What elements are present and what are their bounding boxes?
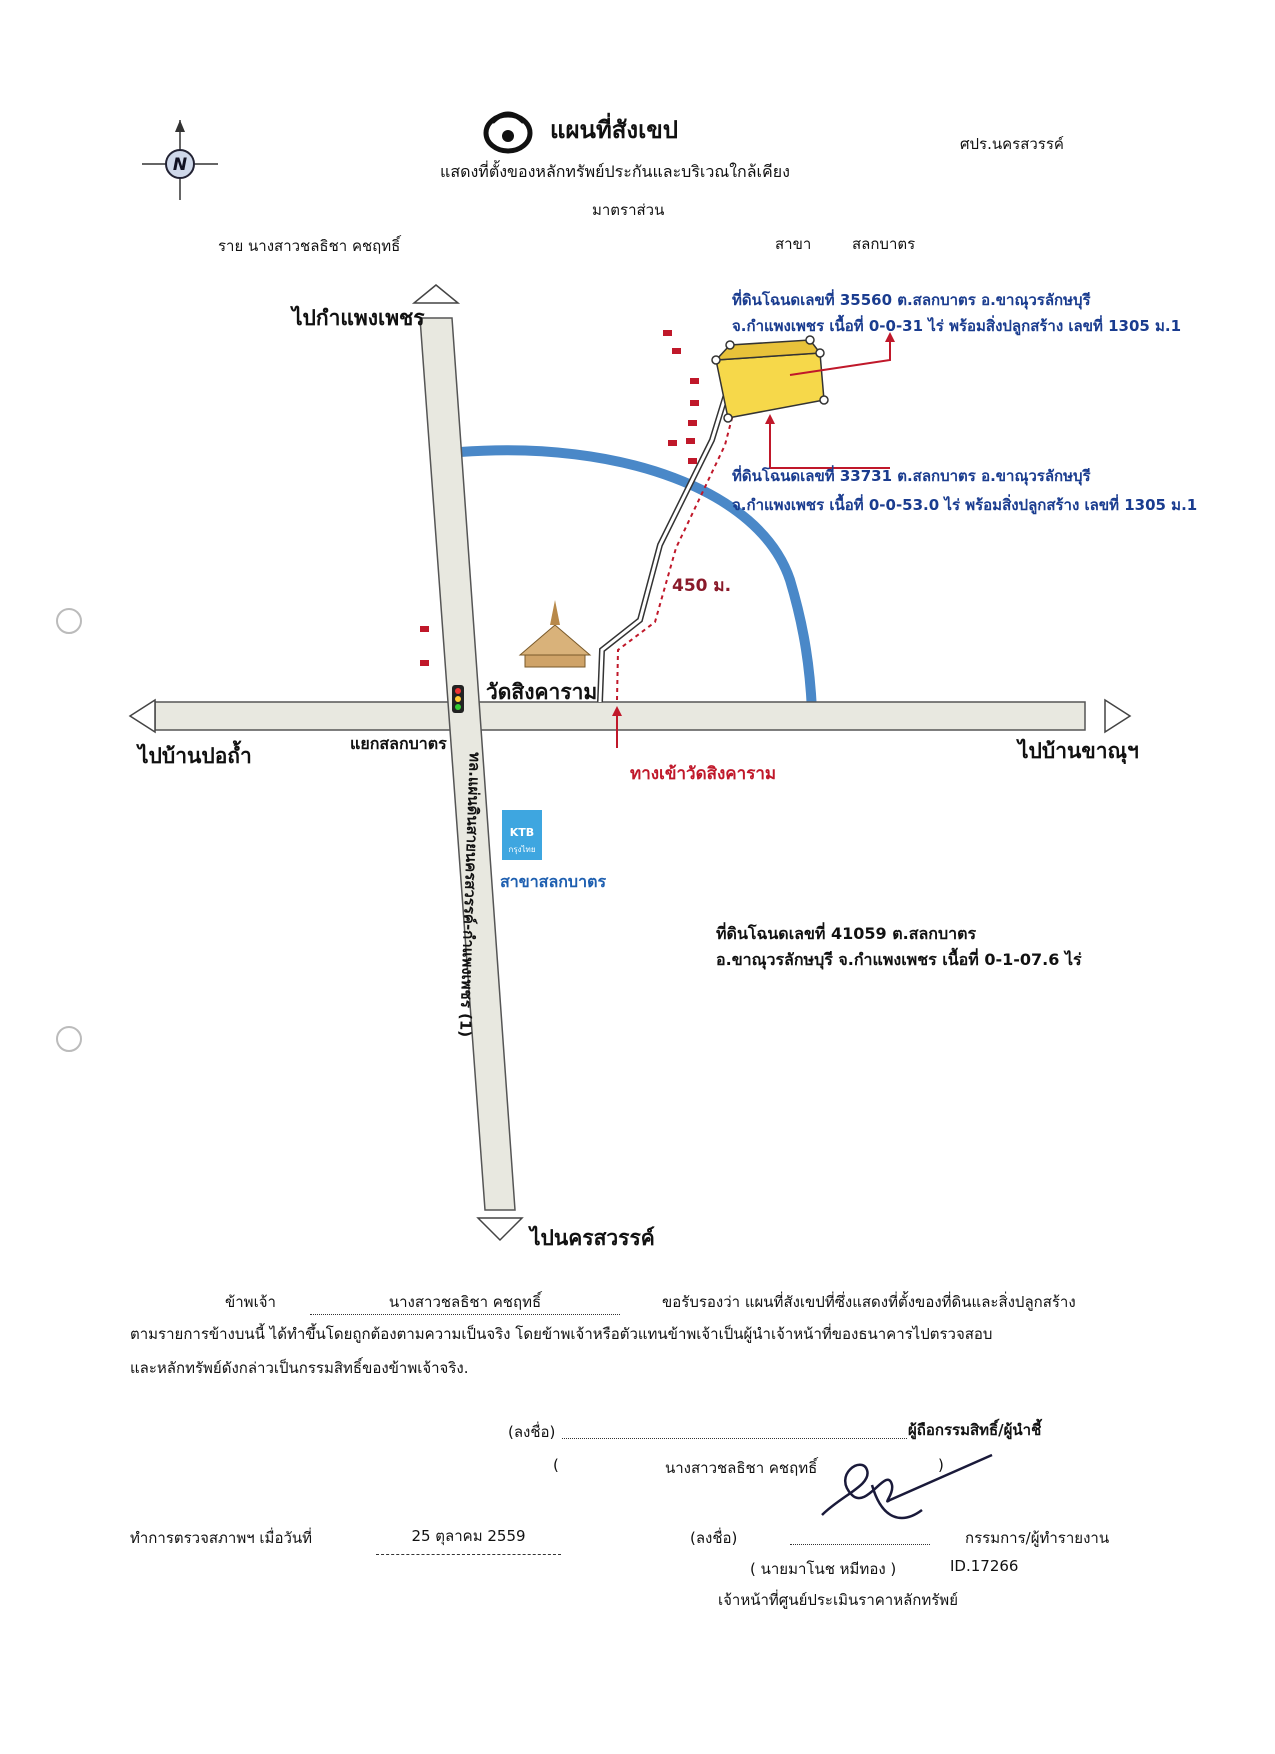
inspect-label: ทำการตรวจสภาพฯ เมื่อวันที่ — [130, 1529, 313, 1547]
parcel-leaders — [616, 338, 891, 748]
traffic-light-icon — [452, 685, 464, 713]
scale-label: มาตราส่วน — [592, 201, 665, 219]
route-dashed-line — [616, 394, 739, 701]
temple-entrance: ทางเข้าวัดสิงคาราม — [630, 764, 777, 784]
intersection-name: แยกสลกบาตร — [350, 734, 447, 753]
temple-name: วัดสิงคาราม — [486, 680, 598, 704]
cert-line2: ตามรายการข้างบนนี้ ได้ทำขึ้นโดยถูกต้องตา… — [130, 1325, 993, 1343]
cert-line1: ขอรับรองว่า แผนที่สังเขปที่ซึ่งแสดงที่ตั… — [662, 1293, 1076, 1311]
office-name: ศปร.นครสวรรค์ — [960, 135, 1064, 153]
parcel-3-line1: ที่ดินโฉนดเลขที่ 41059 ต.สลกบาตร — [716, 924, 977, 943]
owner-signature-line[interactable] — [562, 1420, 907, 1439]
branch-label: สาขา — [775, 235, 812, 253]
compass-letter: N — [173, 155, 187, 175]
officer-unit: เจ้าหน้าที่ศูนย์ประเมินราคาหลักทรัพย์ — [718, 1591, 958, 1609]
parcel-1-line1: ที่ดินโฉนดเลขที่ 35560 ต.สลกบาตร อ.ขาณุว… — [732, 291, 1091, 309]
ktb-logo: KTB กรุงไทย — [502, 810, 542, 860]
north-south-highway — [411, 284, 524, 1242]
parcel-2-line2: จ.กำแพงเพชร เนื้อที่ 0-0-53.0 ไร่ พร้อมส… — [732, 496, 1198, 514]
ktb-logo-text: KTB — [510, 826, 534, 839]
map-canvas: ทล.แผ่นดินสายนครสวรรค์-กำแพงเพชร (1) KTB… — [128, 284, 1132, 1242]
inspect-date: 25 ตุลาคม 2559 — [376, 1524, 561, 1555]
parcel-3-line2: อ.ขาณุวรลักษบุรี จ.กำแพงเพชร เนื้อที่ 0-… — [716, 950, 1082, 969]
branch-name: สลกบาตร — [852, 235, 916, 253]
owner-name-close: ) — [938, 1456, 944, 1474]
handwritten-signature — [821, 1453, 993, 1520]
cert-line3: และหลักทรัพย์ดังกล่าวเป็นกรรมสิทธิ์ของข้… — [130, 1359, 469, 1377]
temple-icon — [518, 600, 592, 668]
officer-signature-line[interactable] — [790, 1526, 930, 1545]
compass-rose-icon: N — [142, 120, 218, 200]
ktb-logo-sub: กรุงไทย — [508, 845, 535, 854]
cert-lead: ข้าพเจ้า — [225, 1293, 276, 1311]
bank-emblem-icon — [483, 111, 533, 154]
binder-hole — [56, 1026, 82, 1052]
binder-hole — [56, 608, 82, 634]
owner-name: นางสาวชลธิชา คชฤทธิ์ — [665, 1459, 818, 1477]
page-title: แผนที่สังเขป — [550, 116, 678, 144]
house-markers — [420, 330, 699, 666]
east-west-road — [128, 698, 1132, 734]
officer-sign-label: (ลงชื่อ) — [690, 1529, 738, 1547]
officer-name: ( นายมาโนช หมีทอง ) — [750, 1560, 897, 1578]
dir-east: ไปบ้านขาณุฯ — [1018, 739, 1139, 763]
parcel-building — [715, 352, 825, 419]
river — [459, 445, 817, 711]
owner-name-open: ( — [553, 1456, 559, 1474]
officer-role: กรรมการ/ผู้ทำรายงาน — [965, 1529, 1110, 1547]
owner-role: ผู้ถือกรรมสิทธิ์/ผู้นำชี้ — [908, 1421, 1042, 1439]
page-subtitle: แสดงที่ตั้งของหลักทรัพย์ประกันและบริเวณใ… — [440, 162, 790, 181]
dir-south: ไปนครสวรรค์ — [530, 1226, 655, 1250]
soi-lane — [597, 387, 731, 703]
officer-id: ID.17266 — [950, 1557, 1019, 1575]
dir-north: ไปกำแพงเพชร — [292, 306, 425, 330]
cert-name: นางสาวชลธิชา คชฤทธิ์ — [310, 1290, 620, 1315]
bank-branch-name: สาขาสลกบาตร — [500, 872, 607, 891]
distance-label: 450 ม. — [672, 576, 732, 596]
dir-west: ไปบ้านปอถ้ำ — [138, 744, 252, 768]
parcel-1-line2: จ.กำแพงเพชร เนื้อที่ 0-0-31 ไร่ พร้อมสิ่… — [732, 317, 1182, 335]
owner-sign-label: (ลงชื่อ) — [508, 1423, 556, 1441]
customer-name: ราย นางสาวชลธิชา คชฤทธิ์ — [218, 237, 401, 255]
parcel-2-line1: ที่ดินโฉนดเลขที่ 33731 ต.สลกบาตร อ.ขาณุว… — [732, 467, 1091, 485]
